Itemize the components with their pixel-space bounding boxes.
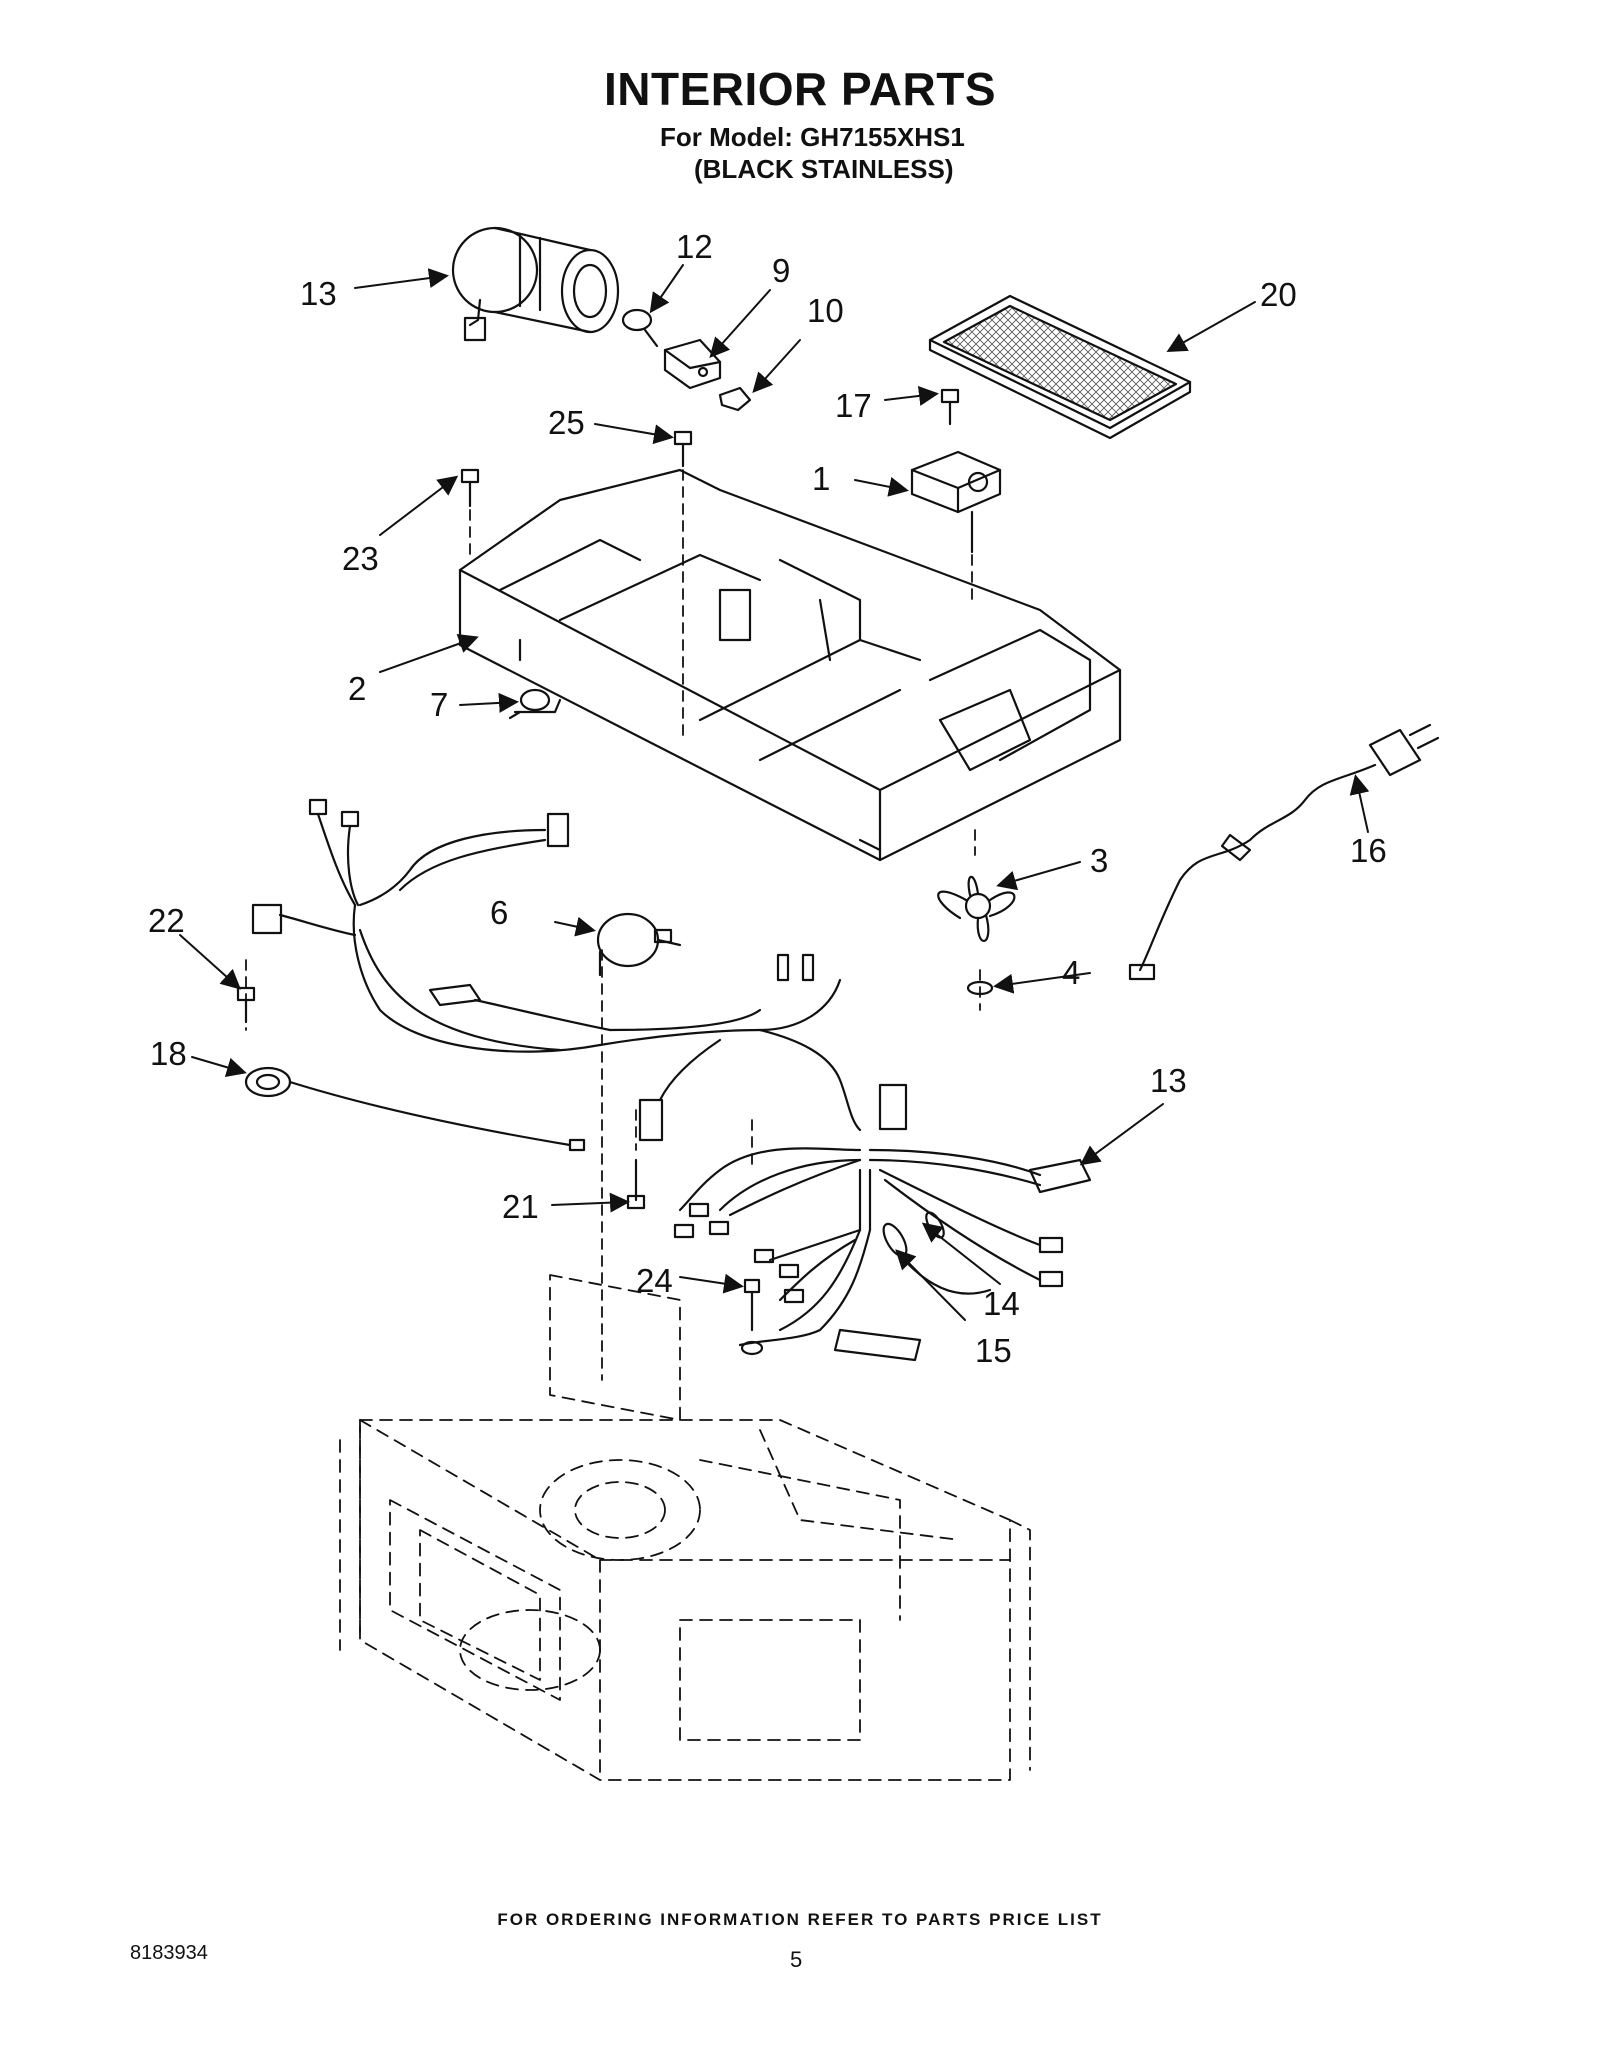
sensor-6-part [596,912,682,977]
thermal-cutout-part [663,338,722,390]
callout-17: 17 [835,387,872,424]
callout-20: 20 [1260,276,1297,313]
callout-15: 15 [975,1332,1012,1369]
washer-4-part [966,980,994,996]
callout-6: 6 [490,894,508,931]
callout-18: 18 [150,1035,187,1072]
screw-23-part [626,1158,646,1210]
wire-harness-upper [251,798,908,1142]
callout-3: 3 [1090,842,1108,879]
callout-1: 1 [812,460,830,497]
document-number: 8183934 [130,1942,208,1964]
callout-9: 9 [772,252,790,289]
screw-17-part [940,388,960,426]
callout-10: 10 [807,292,844,329]
callout-11: 12 [676,228,713,265]
screw-21-part [460,468,480,508]
terminal-block-part [910,450,1002,554]
callout-21: 23 [342,540,379,577]
callout-14: 14 [983,1285,1020,1322]
page-title: INTERIOR PARTS [603,63,997,115]
ordering-note: FOR ORDERING INFORMATION REFER TO PARTS … [497,1910,1103,1929]
screw-22-part [236,986,256,1024]
callout-7: 7 [430,686,448,723]
callout-labels: 13 12 9 10 20 17 25 1 23 2 7 3 16 6 22 4… [148,228,1387,1369]
callout-25: 25 [548,404,585,441]
fan-blade-part [937,875,1016,942]
air-guide-tray-part [458,468,1122,862]
page-number: 5 [790,1947,803,1972]
callout-24: 24 [636,1262,673,1299]
thermistor-18-part [244,1066,586,1152]
callout-leaders [179,264,1370,1321]
wire-harness-lower [673,1147,1092,1362]
power-cord-part [1128,723,1440,981]
cap-part [718,386,752,412]
microwave-cavity-outline [339,1274,1031,1781]
finish-line: (BLACK STAINLESS) [694,154,954,184]
callout-12: 13 [300,275,337,312]
model-line: For Model: GH7155XHS1 [660,122,965,152]
callout-13: 13 [1150,1062,1187,1099]
grease-filter-part [928,294,1192,440]
callout-4: 4 [1062,954,1080,991]
thermostat-7-part [508,688,562,720]
callout-23: 21 [502,1188,539,1225]
callout-16: 16 [1350,832,1387,869]
callout-22: 22 [148,902,185,939]
callout-2: 2 [348,670,366,707]
washer-part [621,308,659,348]
blower-motor-part [451,226,620,342]
screw-25-part [673,430,693,468]
